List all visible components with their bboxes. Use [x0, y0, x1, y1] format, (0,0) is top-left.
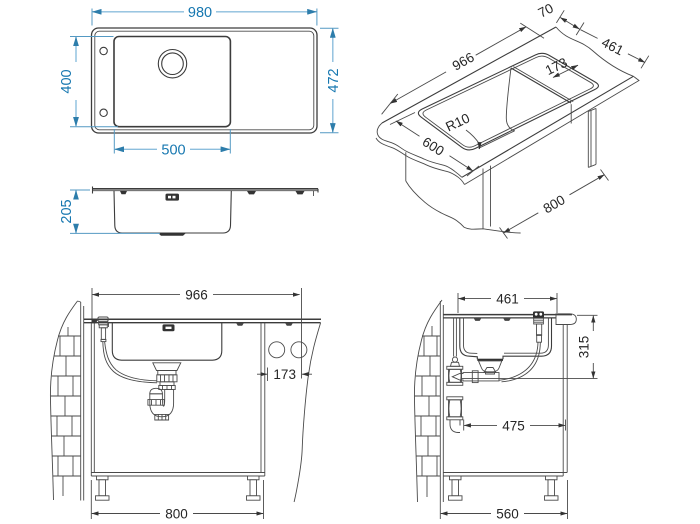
svg-text:475: 475 [502, 418, 525, 433]
svg-text:966: 966 [185, 288, 208, 303]
svg-text:500: 500 [161, 143, 185, 159]
svg-text:472: 472 [326, 68, 342, 92]
svg-text:461: 461 [496, 292, 519, 307]
svg-text:560: 560 [496, 507, 519, 522]
svg-text:173: 173 [543, 55, 570, 78]
svg-text:461: 461 [599, 35, 626, 59]
svg-text:70: 70 [536, 0, 556, 20]
svg-text:980: 980 [188, 5, 212, 21]
svg-text:800: 800 [165, 507, 188, 522]
svg-text:400: 400 [59, 69, 75, 93]
svg-text:205: 205 [59, 199, 75, 223]
svg-text:315: 315 [577, 336, 592, 359]
svg-text:800: 800 [541, 192, 568, 216]
svg-text:966: 966 [450, 49, 477, 73]
svg-text:173: 173 [273, 367, 296, 382]
svg-text:600: 600 [420, 134, 447, 159]
